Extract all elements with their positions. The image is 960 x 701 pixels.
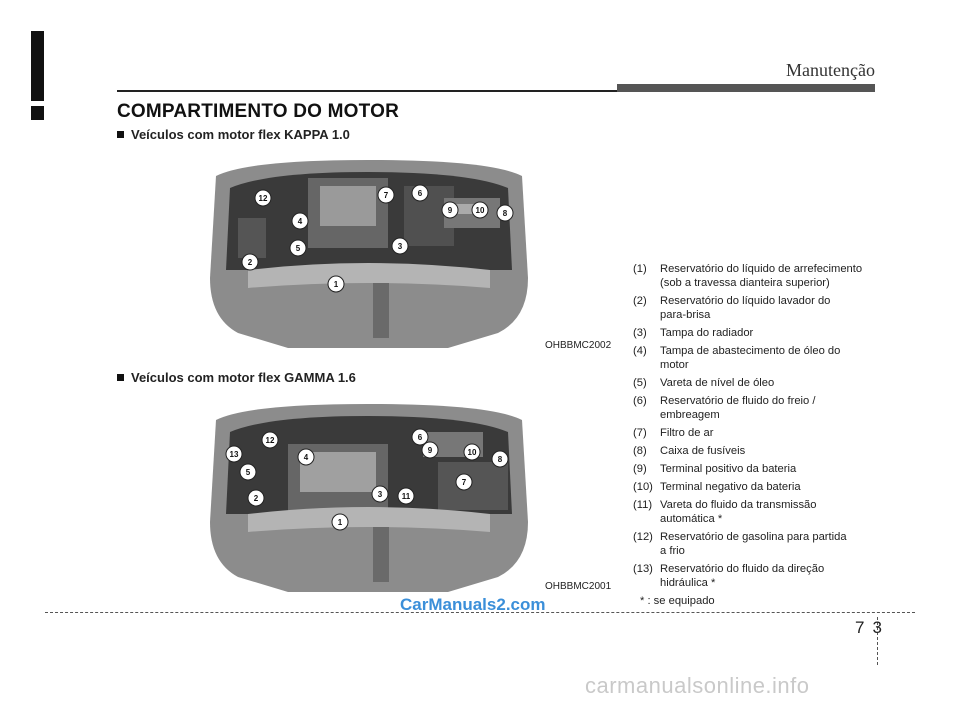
subhead-kappa: Veículos com motor flex KAPPA 1.0 [117,127,350,142]
header-rule [117,90,617,92]
legend-item: (1) Reservatório do líquido de arrefecim… [633,263,863,289]
legend-footnote: * : se equipado [640,595,715,607]
legend-item: (9) Terminal positivo da bateria [633,463,797,475]
chapter-tab-marker [31,106,44,120]
subhead-kappa-label: Veículos com motor flex KAPPA 1.0 [131,127,350,142]
subhead-gamma: Veículos com motor flex GAMMA 1.6 [117,370,356,385]
callout-label-6: 6 [418,433,423,442]
legend-item: (8) Caixa de fusíveis [633,445,746,457]
legend-item: (6) Reservatório de fluido do freio /emb… [633,395,816,421]
callout-label-11: 11 [402,492,411,501]
section-title: COMPARTIMENTO DO MOTOR [117,101,400,122]
engine-bay-illustration-gamma: 12 13 5 6 9 10 8 4 7 3 11 2 1 [208,402,530,594]
callout-markers [241,184,514,293]
callout-label-12: 12 [266,436,275,445]
callout-label-6: 6 [418,189,423,198]
legend-item: (10) Terminal negativo da bateria [633,481,801,493]
callout-label-9: 9 [448,206,453,215]
figure-code-kappa: OHBBMC2002 [545,340,612,351]
callout-label-4: 4 [304,453,309,462]
footer-dashed-divider [877,617,878,665]
legend-item: (7) Filtro de ar [633,427,714,439]
callout-label-8: 8 [498,455,503,464]
chapter-tab-bar [31,31,44,101]
callout-label-13: 13 [230,450,239,459]
square-bullet-icon [117,131,124,138]
callout-label-10: 10 [468,448,477,457]
callout-label-3: 3 [398,242,403,251]
page-index: 3 [872,618,882,637]
callout-label-4: 4 [298,217,303,226]
callout-label-8: 8 [503,209,508,218]
callout-label-7: 7 [384,191,389,200]
subhead-gamma-label: Veículos com motor flex GAMMA 1.6 [131,370,356,385]
footer-watermark: carmanualsonline.info [585,673,810,698]
component-legend: (1) Reservatório do líquido de arrefecim… [633,262,893,608]
callout-label-7: 7 [462,478,467,487]
legend-item: (12) Reservatório de gasolina para parti… [633,531,847,557]
engine-bay-illustration-kappa: 12 4 7 6 9 10 8 5 3 2 1 [208,158,530,350]
engine-bay-gamma-image: 12 13 5 6 9 10 8 4 7 3 11 2 1 [210,404,528,592]
callout-label-1: 1 [338,518,343,527]
source-watermark: CarManuals2.com [400,595,546,614]
callout-label-2: 2 [248,258,253,267]
square-bullet-icon [117,374,124,381]
callout-label-5: 5 [296,244,301,253]
callout-label-9: 9 [428,446,433,455]
figure-code-gamma: OHBBMC2001 [545,581,612,592]
callout-label-10: 10 [476,206,485,215]
callout-label-3: 3 [378,490,383,499]
page-header-title: Manutenção [786,60,875,80]
engine-bay-kappa-image: 12 4 7 6 9 10 8 5 3 2 1 [210,160,528,348]
legend-item: (3) Tampa do radiador [633,327,754,339]
callout-label-12: 12 [259,194,268,203]
callout-label-2: 2 [254,494,259,503]
callout-label-1: 1 [334,280,339,289]
page-chapter: 7 [855,618,865,637]
legend-item: (5) Vareta de nível de óleo [633,377,775,389]
page-number: 7 3 [855,618,882,638]
footer-dashed-rule [45,612,915,613]
header-rule-accent [617,84,875,92]
callout-label-5: 5 [246,468,251,477]
